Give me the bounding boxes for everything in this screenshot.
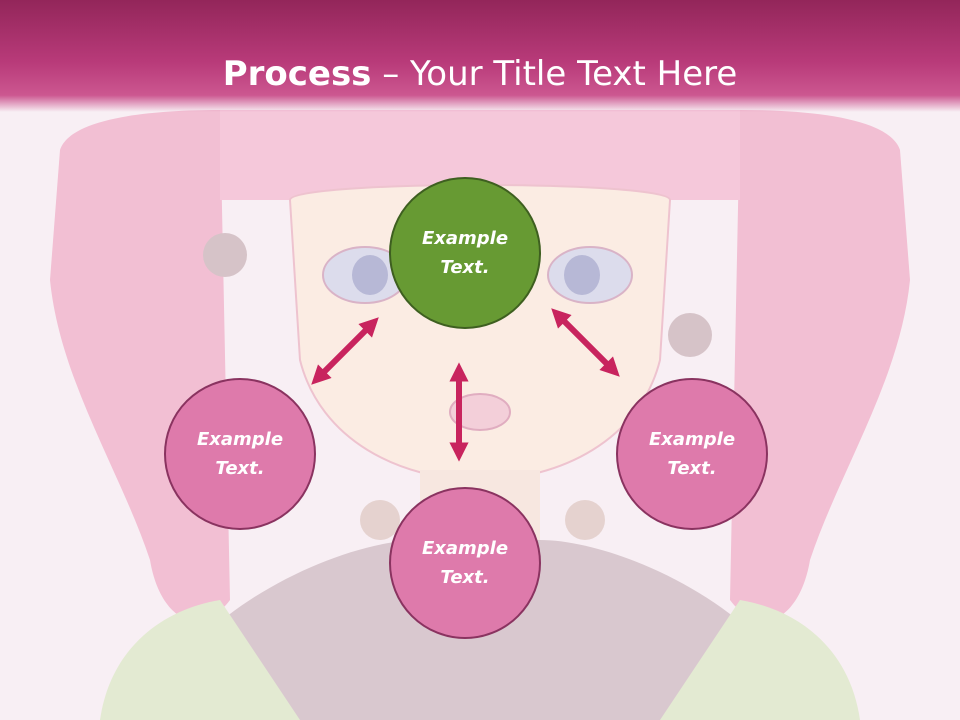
node-top-text: Example Text. xyxy=(421,228,509,278)
title-rest: – Your Title Text Here xyxy=(371,54,738,94)
node-right: Example Text. xyxy=(616,378,768,530)
node-bottom-text: Example Text. xyxy=(421,538,509,588)
node-left-text: Example Text. xyxy=(196,429,284,479)
node-bottom: Example Text. xyxy=(389,487,541,639)
node-right-text: Example Text. xyxy=(648,429,736,479)
node-left: Example Text. xyxy=(164,378,316,530)
node-top: Example Text. xyxy=(389,177,541,329)
title-bar xyxy=(0,0,960,112)
title-bold: Process xyxy=(222,54,372,94)
page-title: Process – Your Title Text Here xyxy=(0,52,960,96)
